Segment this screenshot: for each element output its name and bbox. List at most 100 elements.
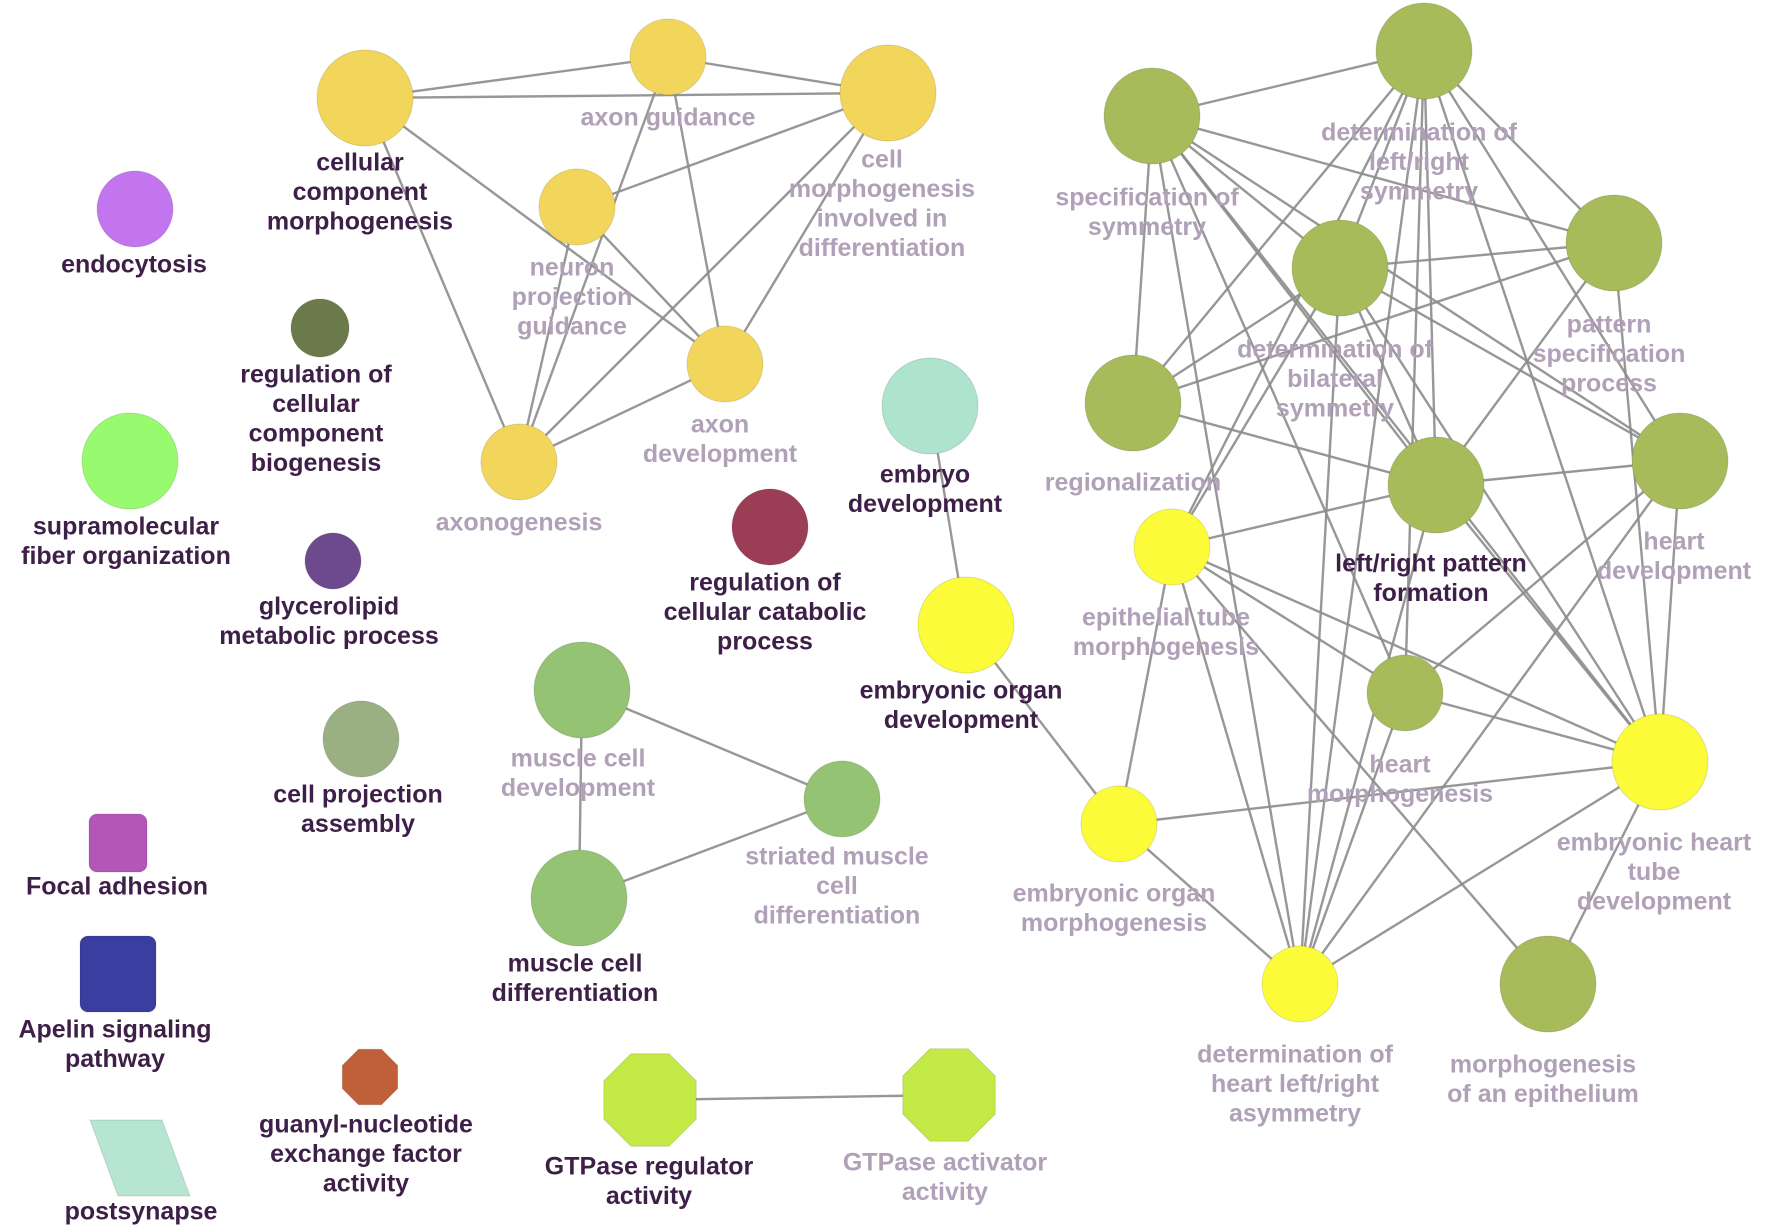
node-focal-adhesion[interactable] xyxy=(88,813,148,873)
node-determination-heart-left-right-asymmetry[interactable] xyxy=(1261,945,1339,1023)
edge-specification_of_symmetry-embryonic_heart_tube_development xyxy=(1151,115,1661,763)
node-epithelial-tube-morphogenesis[interactable] xyxy=(1133,508,1211,586)
edge-epithelial_tube_morphogenesis-determination_heart_left_right_asymmetry xyxy=(1170,546,1302,985)
node-striated-muscle-cell-differentiation[interactable] xyxy=(803,760,881,838)
edge-heart_morphogenesis-determination_heart_left_right_asymmetry xyxy=(1298,692,1407,985)
node-axon-guidance[interactable] xyxy=(629,18,707,96)
edge-pattern_specification_process-left_right_pattern_formation xyxy=(1435,242,1615,486)
node-regulation-cellular-component-biogenesis[interactable] xyxy=(290,298,350,358)
edge-gtpase_regulator_activity-gtpase_activator_activity xyxy=(649,1093,950,1102)
edge-cell_morphogenesis_differentiation-axon_development xyxy=(723,92,890,365)
edge-heart_development-heart_morphogenesis xyxy=(1404,460,1681,694)
edge-specification_of_symmetry-determination_heart_left_right_asymmetry xyxy=(1150,115,1302,985)
edge-determination_left_right_symmetry-embryonic_heart_tube_development xyxy=(1422,50,1662,763)
node-regionalization[interactable] xyxy=(1084,354,1182,452)
edge-determination_left_right_symmetry-epithelial_tube_morphogenesis xyxy=(1170,50,1426,548)
node-embryonic-organ-morphogenesis[interactable] xyxy=(1080,785,1158,863)
edge-specification_of_symmetry-heart_morphogenesis xyxy=(1150,115,1407,694)
edge-determination_bilateral_symmetry-determination_heart_left_right_asymmetry xyxy=(1298,267,1342,985)
node-axon-development[interactable] xyxy=(686,325,764,403)
node-morphogenesis-of-an-epithelium[interactable] xyxy=(1499,935,1597,1033)
edge-epithelial_tube_morphogenesis-embryonic_organ_morphogenesis xyxy=(1117,546,1174,825)
edge-determination_left_right_symmetry-left_right_pattern_formation xyxy=(1422,50,1438,486)
edge-epithelial_tube_morphogenesis-embryonic_heart_tube_development xyxy=(1171,545,1661,764)
edge-neuron_projection_guidance-axonogenesis xyxy=(517,206,579,463)
node-muscle-cell-development[interactable] xyxy=(533,641,631,739)
label-axon-guidance: axon guidance xyxy=(580,104,755,132)
node-guanyl-nucleotide-exchange[interactable] xyxy=(341,1048,399,1106)
label-axonogenesis: axonogenesis xyxy=(436,509,603,537)
edge-cellular_component_morphogenesis-axonogenesis xyxy=(363,97,521,463)
edge-determination_bilateral_symmetry-heart_development xyxy=(1339,266,1681,463)
node-axonogenesis[interactable] xyxy=(480,423,558,501)
node-layer xyxy=(79,2,1729,1197)
edge-determination_left_right_symmetry-determination_heart_left_right_asymmetry xyxy=(1298,50,1426,985)
node-heart-morphogenesis[interactable] xyxy=(1366,654,1444,732)
node-supramolecular-fiber-organization[interactable] xyxy=(81,412,179,510)
node-determination-bilateral-symmetry[interactable] xyxy=(1291,219,1389,317)
node-neuron-projection-guidance[interactable] xyxy=(538,168,616,246)
edge-left_right_pattern_formation-embryonic_heart_tube_development xyxy=(1435,484,1661,763)
node-cellular-component-morphogenesis[interactable] xyxy=(316,49,414,147)
node-embryo-development[interactable] xyxy=(881,357,979,455)
node-gtpase-activator-activity[interactable] xyxy=(902,1048,996,1142)
label-endocytosis: endocytosis xyxy=(61,251,207,279)
edge-cellular_component_morphogenesis-axon_development xyxy=(364,97,726,365)
node-determination-left-right-symmetry[interactable] xyxy=(1375,2,1473,100)
node-heart-development[interactable] xyxy=(1631,412,1729,510)
edge-epithelial_tube_morphogenesis-morphogenesis_of_an_epithelium xyxy=(1171,546,1549,985)
label-postsynapse: postsynapse xyxy=(65,1198,218,1226)
node-pattern-specification-process[interactable] xyxy=(1565,194,1663,292)
node-apelin-signaling-pathway[interactable] xyxy=(79,935,157,1013)
node-regulation-cellular-catabolic-process[interactable] xyxy=(731,488,809,566)
edge-determination_left_right_symmetry-regionalization xyxy=(1132,50,1425,404)
node-muscle-cell-differentiation[interactable] xyxy=(530,849,628,947)
edge-determination_left_right_symmetry-heart_development xyxy=(1422,50,1682,462)
edge-heart_development-determination_heart_left_right_asymmetry xyxy=(1299,460,1681,985)
edge-embryonic_heart_tube_development-determination_heart_left_right_asymmetry xyxy=(1299,760,1661,986)
node-embryonic-organ-development[interactable] xyxy=(917,576,1015,674)
edge-determination_bilateral_symmetry-epithelial_tube_morphogenesis xyxy=(1170,267,1342,548)
node-left-right-pattern-formation[interactable] xyxy=(1387,436,1485,534)
node-embryonic-heart-tube-development[interactable] xyxy=(1611,713,1709,811)
edge-pattern_specification_process-regionalization xyxy=(1132,241,1615,405)
edge-specification_of_symmetry-pattern_specification_process xyxy=(1151,114,1615,245)
node-cell-morphogenesis-differentiation[interactable] xyxy=(839,44,937,142)
node-gtpase-regulator-activity[interactable] xyxy=(603,1053,697,1147)
edge-axon_guidance-axon_development xyxy=(666,56,727,365)
edge-pattern_specification_process-embryonic_heart_tube_development xyxy=(1612,242,1662,763)
edge-regionalization-left_right_pattern_formation xyxy=(1132,401,1437,487)
node-glycerolipid-metabolic-process[interactable] xyxy=(304,532,362,590)
node-postsynapse[interactable] xyxy=(89,1119,191,1197)
label-focal-adhesion: Focal adhesion xyxy=(26,873,208,901)
edge-neuron_projection_guidance-cell_morphogenesis_differentiation xyxy=(576,91,889,209)
node-cell-projection-assembly[interactable] xyxy=(322,700,400,778)
node-specification-of-symmetry[interactable] xyxy=(1103,67,1201,165)
edge-cellular_component_morphogenesis-axon_guidance xyxy=(364,55,669,100)
node-endocytosis[interactable] xyxy=(96,170,174,248)
